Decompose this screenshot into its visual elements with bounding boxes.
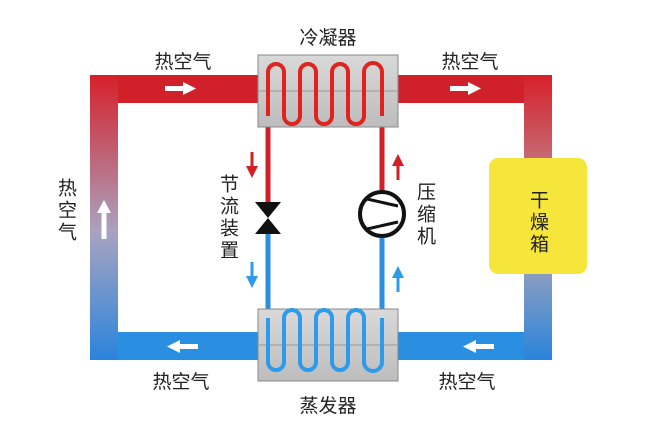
hot-air-label-bottom-left: 热空气 — [152, 371, 209, 393]
hot-air-label-left-vertical: 热空气 — [55, 178, 77, 244]
evaporator-coil — [266, 308, 384, 373]
airflow-arrow-icon — [167, 340, 198, 353]
evaporator — [257, 308, 399, 382]
throttle-label: 节流装置 — [217, 174, 239, 262]
airflow-arrow-icon — [463, 340, 494, 353]
condenser — [257, 54, 399, 128]
airflow-arrow-icon — [97, 200, 111, 239]
refrigerant-arrow-down-icon — [246, 262, 258, 288]
evaporator-label: 蒸发器 — [299, 395, 356, 417]
condenser-coil — [266, 61, 384, 126]
airflow-arrows — [97, 82, 494, 353]
throttle-valve-icon — [255, 202, 281, 234]
refrigerant-arrow-up-icon — [392, 154, 404, 180]
hot-air-label-bottom-right: 热空气 — [438, 371, 495, 393]
dryer-box — [489, 158, 587, 274]
hot-air-label-top-right: 热空气 — [441, 51, 498, 73]
refrigerant-arrow-up-icon — [392, 266, 404, 292]
airflow-arrow-icon — [450, 82, 481, 95]
compressor-icon — [358, 190, 406, 238]
compressor-label: 压缩机 — [414, 182, 436, 248]
refrigerant-arrows — [246, 152, 404, 292]
hot-air-label-top-left: 热空气 — [154, 51, 211, 73]
refrigerant-arrow-down-icon — [246, 152, 258, 178]
dryer-label: 干燥箱 — [527, 190, 549, 256]
condenser-label: 冷凝器 — [299, 27, 356, 49]
airflow-arrow-icon — [165, 82, 196, 95]
